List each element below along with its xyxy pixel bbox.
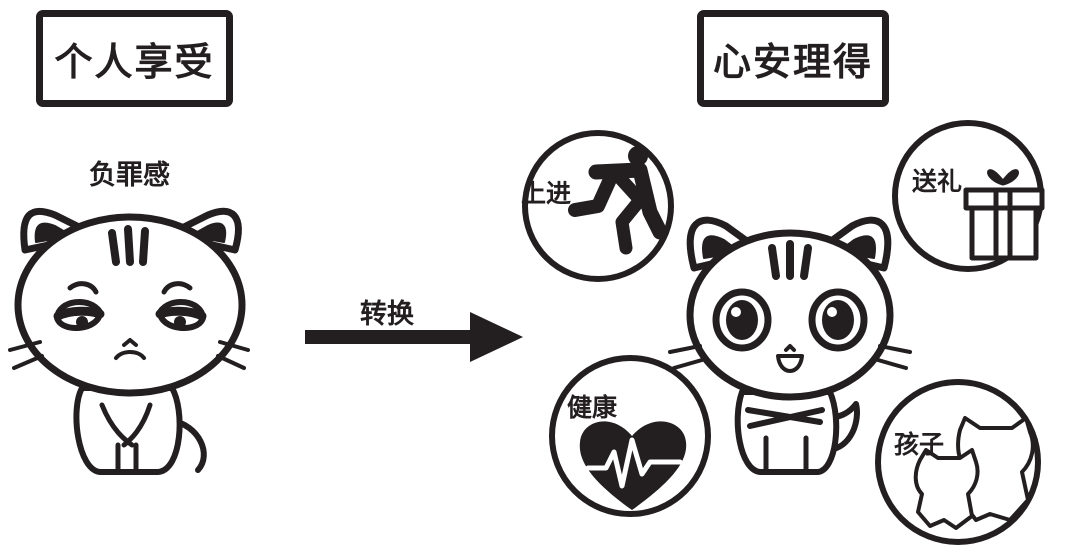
heart-pulse-icon [579,421,687,510]
bubble-gift [892,120,1045,272]
arrow-right-icon [305,312,523,362]
sad-cat-icon [8,207,250,475]
title-box-peace-of-mind: 心安理得 [697,10,889,107]
title-box-personal-enjoyment: 个人享受 [36,10,233,107]
bubble-label-gift: 送礼 [912,167,963,196]
convert-label: 转换 [360,299,414,330]
guilt-label: 负罪感 [89,160,170,191]
bubble-health [549,355,711,517]
kittens-icon [913,416,1035,530]
bubble-kids [875,379,1041,545]
bubble-label-health: 健康 [567,393,618,422]
bubble-label-progress: 上进 [521,179,572,208]
title-peace-of-mind: 心安理得 [712,40,873,84]
running-man-icon [568,146,668,255]
title-personal-enjoyment: 个人享受 [54,40,215,84]
gift-box-icon [963,169,1045,261]
bubble-label-kids: 孩子 [894,430,945,459]
bubble-progress [522,130,674,282]
happy-cat-icon [668,216,912,475]
